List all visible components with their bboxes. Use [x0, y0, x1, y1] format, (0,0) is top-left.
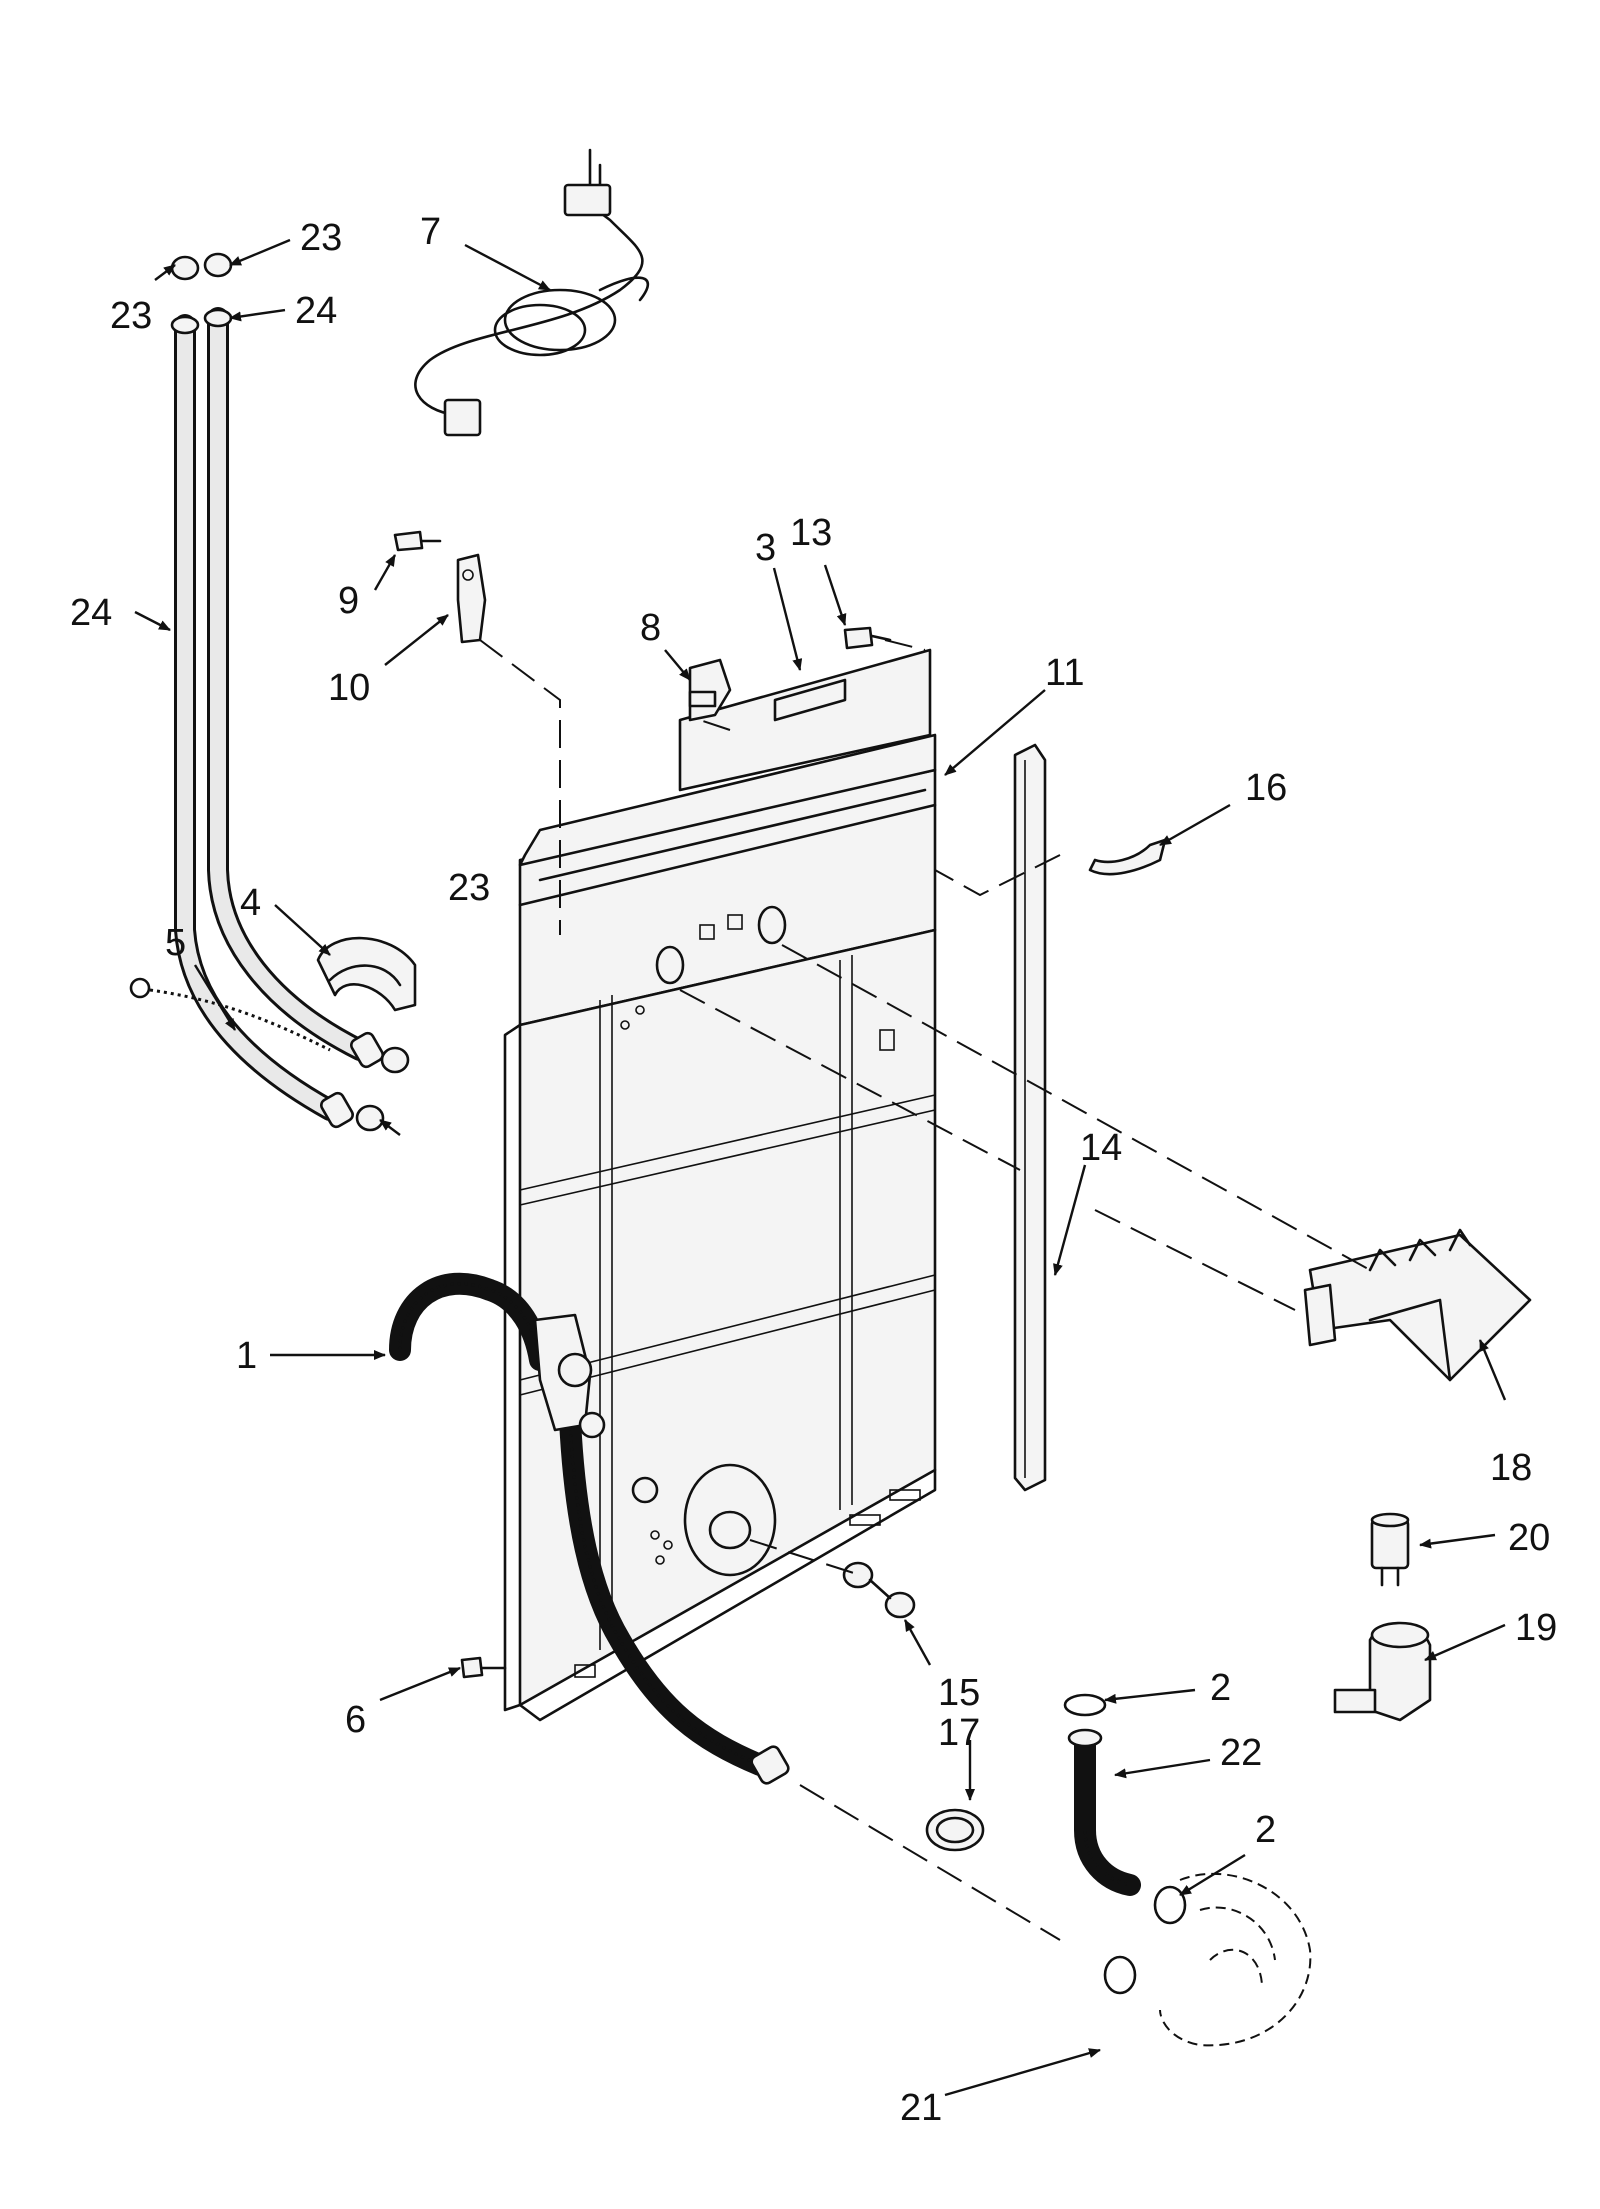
callout-1: 1 — [236, 1335, 257, 1377]
hose-clamp — [316, 936, 417, 1012]
leader-arrows — [134, 238, 1507, 2097]
screw-and-strap — [393, 530, 487, 644]
trim-strip — [773, 626, 892, 722]
callout-14: 14 — [1080, 1127, 1122, 1169]
callout-24: 24 — [295, 290, 337, 332]
callout-8: 8 — [640, 607, 661, 649]
callout-3: 3 — [755, 527, 776, 569]
callout-13: 13 — [790, 512, 832, 554]
power-cord — [414, 148, 650, 437]
callout-24: 24 — [70, 592, 112, 634]
callout-5: 5 — [165, 922, 186, 964]
screw-6 — [460, 1656, 507, 1679]
callout-21: 21 — [900, 2087, 942, 2129]
callout-9: 9 — [338, 580, 359, 622]
hole-plug — [842, 1561, 916, 1619]
drain-pump — [1333, 1621, 1432, 1722]
detergent-dispenser — [1303, 1228, 1532, 1382]
callout-18: 18 — [1490, 1447, 1532, 1489]
callout-23: 23 — [300, 217, 342, 259]
hose-clamp-17 — [925, 1808, 985, 1852]
callout-15: 15 — [938, 1672, 980, 1714]
callout-4: 4 — [240, 882, 261, 924]
pump-outline — [1159, 1872, 1312, 2047]
callout-7: 7 — [420, 211, 441, 253]
callout-23: 23 — [110, 295, 152, 337]
assembly-lines — [479, 639, 1371, 1941]
rear-panel — [503, 648, 937, 1722]
wire-clip — [688, 658, 732, 722]
capacitor — [1370, 1512, 1410, 1587]
callout-19: 19 — [1515, 1607, 1557, 1649]
callout-17: 17 — [938, 1712, 980, 1754]
drain-hose — [389, 1272, 790, 1785]
callout-11: 11 — [1045, 652, 1084, 694]
callout-23: 23 — [448, 867, 490, 909]
callout-10: 10 — [328, 667, 370, 709]
callout-22: 22 — [1220, 1732, 1262, 1774]
mounting-bracket — [1088, 838, 1167, 876]
hose-washers — [170, 252, 410, 1132]
callout-16: 16 — [1245, 767, 1287, 809]
water-valve — [533, 1313, 606, 1439]
callout-20: 20 — [1508, 1517, 1550, 1559]
callout-6: 6 — [345, 1699, 366, 1741]
cable-tie — [129, 977, 331, 1052]
callout-2: 2 — [1210, 1667, 1231, 1709]
fill-hoses — [170, 307, 384, 1129]
callout-labels: 1 2 2 3 4 5 6 7 8 9 10 11 13 14 15 16 17… — [70, 211, 1557, 2129]
side-rail — [1013, 743, 1047, 1492]
pump-hose — [1063, 1693, 1187, 1995]
callout-2: 2 — [1255, 1809, 1276, 1851]
